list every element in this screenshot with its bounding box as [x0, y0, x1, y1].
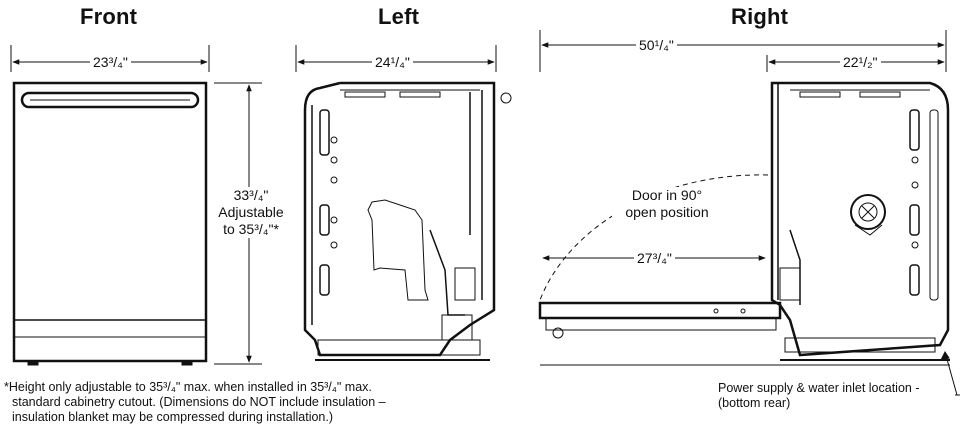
door-open-label: Door in 90° open position [612, 187, 722, 221]
right-depth-dimension: 22¹/₂" [840, 54, 881, 70]
height-value: 33³/₄" [233, 187, 269, 203]
height-footnote-line2: standard cabinetry cutout. (Dimensions d… [12, 395, 386, 409]
right-view-drawing [538, 30, 950, 361]
right-overall-dimension: 50¹/₄" [636, 37, 677, 53]
door-span-dimension: 27³/₄" [634, 250, 675, 266]
height-footnote-line1: *Height only adjustable to 35³/₄" max. w… [4, 380, 372, 394]
right-view-title: Right [731, 4, 789, 29]
power-supply-note: Power supply & water inlet location - (b… [718, 381, 919, 411]
height-max: to 35³/₄"* [223, 221, 279, 237]
left-depth-dimension: 24¹/₄" [372, 54, 413, 70]
height-footnote: *Height only adjustable to 35³/₄" max. w… [4, 380, 386, 425]
power-supply-line2: (bottom rear) [718, 396, 791, 410]
front-width-dimension: 23³/₄" [90, 54, 131, 70]
front-view-title: Front [80, 4, 138, 29]
front-view-drawing [10, 45, 210, 366]
power-supply-line1: Power supply & water inlet location - [718, 381, 920, 395]
door-open-line2: open position [625, 204, 709, 220]
height-dimension-label: 33³/₄" Adjustable to 35³/₄"* [210, 187, 292, 238]
left-view-drawing [295, 45, 512, 361]
left-view-title: Left [378, 4, 420, 29]
height-footnote-line3: insulation blanket may be compressed dur… [12, 410, 334, 424]
door-open-line1: Door in 90° [631, 187, 703, 203]
height-adjustable: Adjustable [218, 204, 284, 220]
